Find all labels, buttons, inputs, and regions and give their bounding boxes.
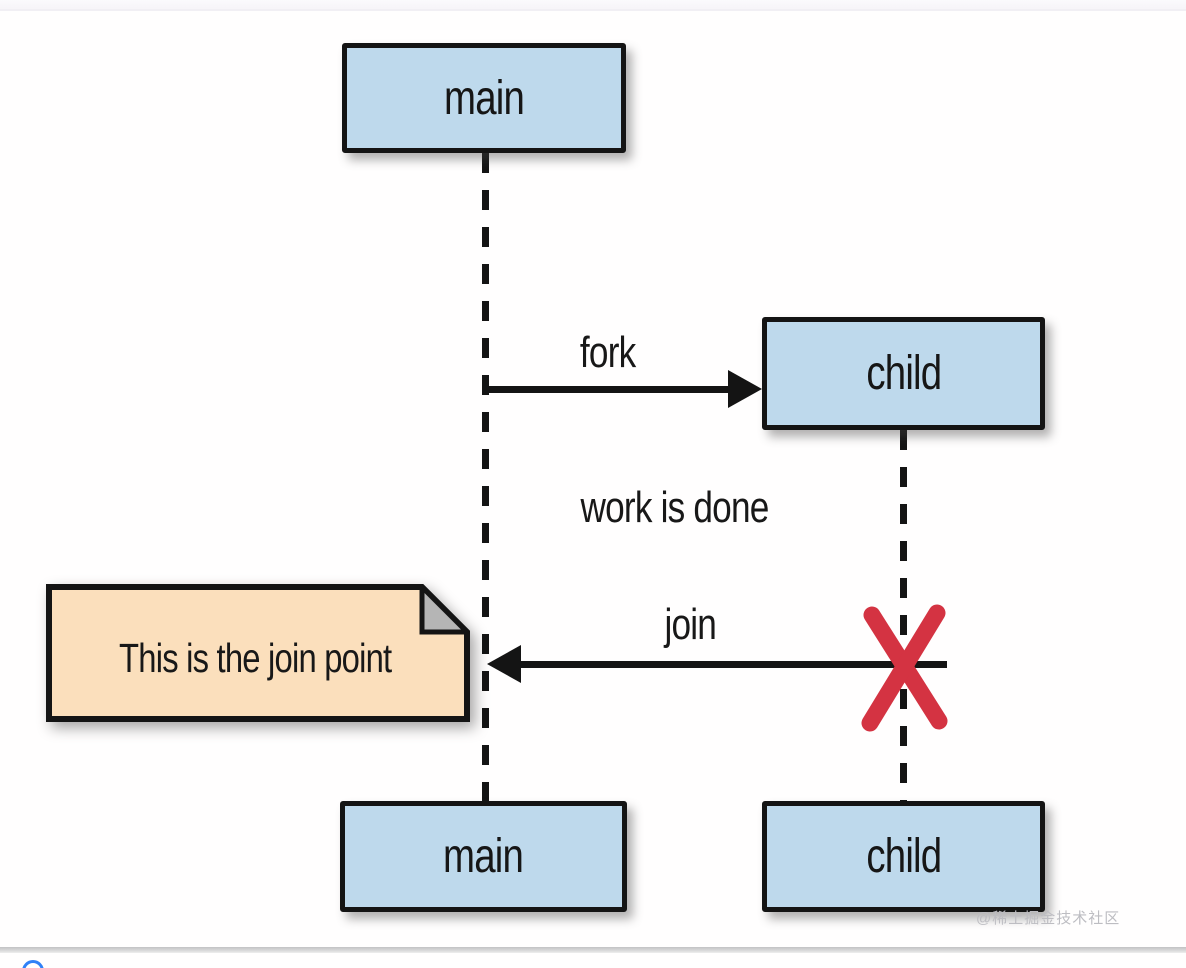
actor-label-main-bottom: main: [443, 830, 524, 883]
top-edge-strip: [0, 0, 1186, 11]
actor-label-child-bottom: child: [866, 830, 942, 883]
actor-box-child-top: child: [762, 317, 1045, 430]
join-message-label: join: [664, 600, 716, 649]
note-fold-corner-icon: [419, 584, 470, 635]
work-is-done-label: work is done: [580, 483, 770, 532]
fork-message-label: fork: [580, 328, 636, 377]
lifeline-child: [900, 430, 907, 801]
join-arrow-line: [514, 661, 947, 668]
fork-arrow-line: [484, 386, 732, 393]
fork-arrowhead-icon: [728, 370, 762, 408]
actor-label-child-top: child: [866, 347, 942, 400]
actor-label-main-top: main: [443, 71, 525, 125]
note-shape: [46, 584, 470, 722]
content-bottom-edge: [0, 947, 1186, 953]
actor-box-main-bottom: main: [340, 801, 627, 912]
actor-box-main-top: main: [342, 43, 626, 153]
join-arrowhead-icon: [487, 645, 521, 683]
note-text: This is the join point: [118, 634, 392, 681]
note-body: [46, 584, 470, 722]
partial-blue-circle-icon[interactable]: [22, 960, 44, 968]
watermark: @稀土掘金技术社区: [976, 910, 1121, 927]
red-x-icon: [861, 604, 948, 732]
lifeline-main: [482, 153, 489, 801]
red-x-stroke: [861, 604, 946, 732]
actor-box-child-bottom: child: [762, 801, 1045, 912]
